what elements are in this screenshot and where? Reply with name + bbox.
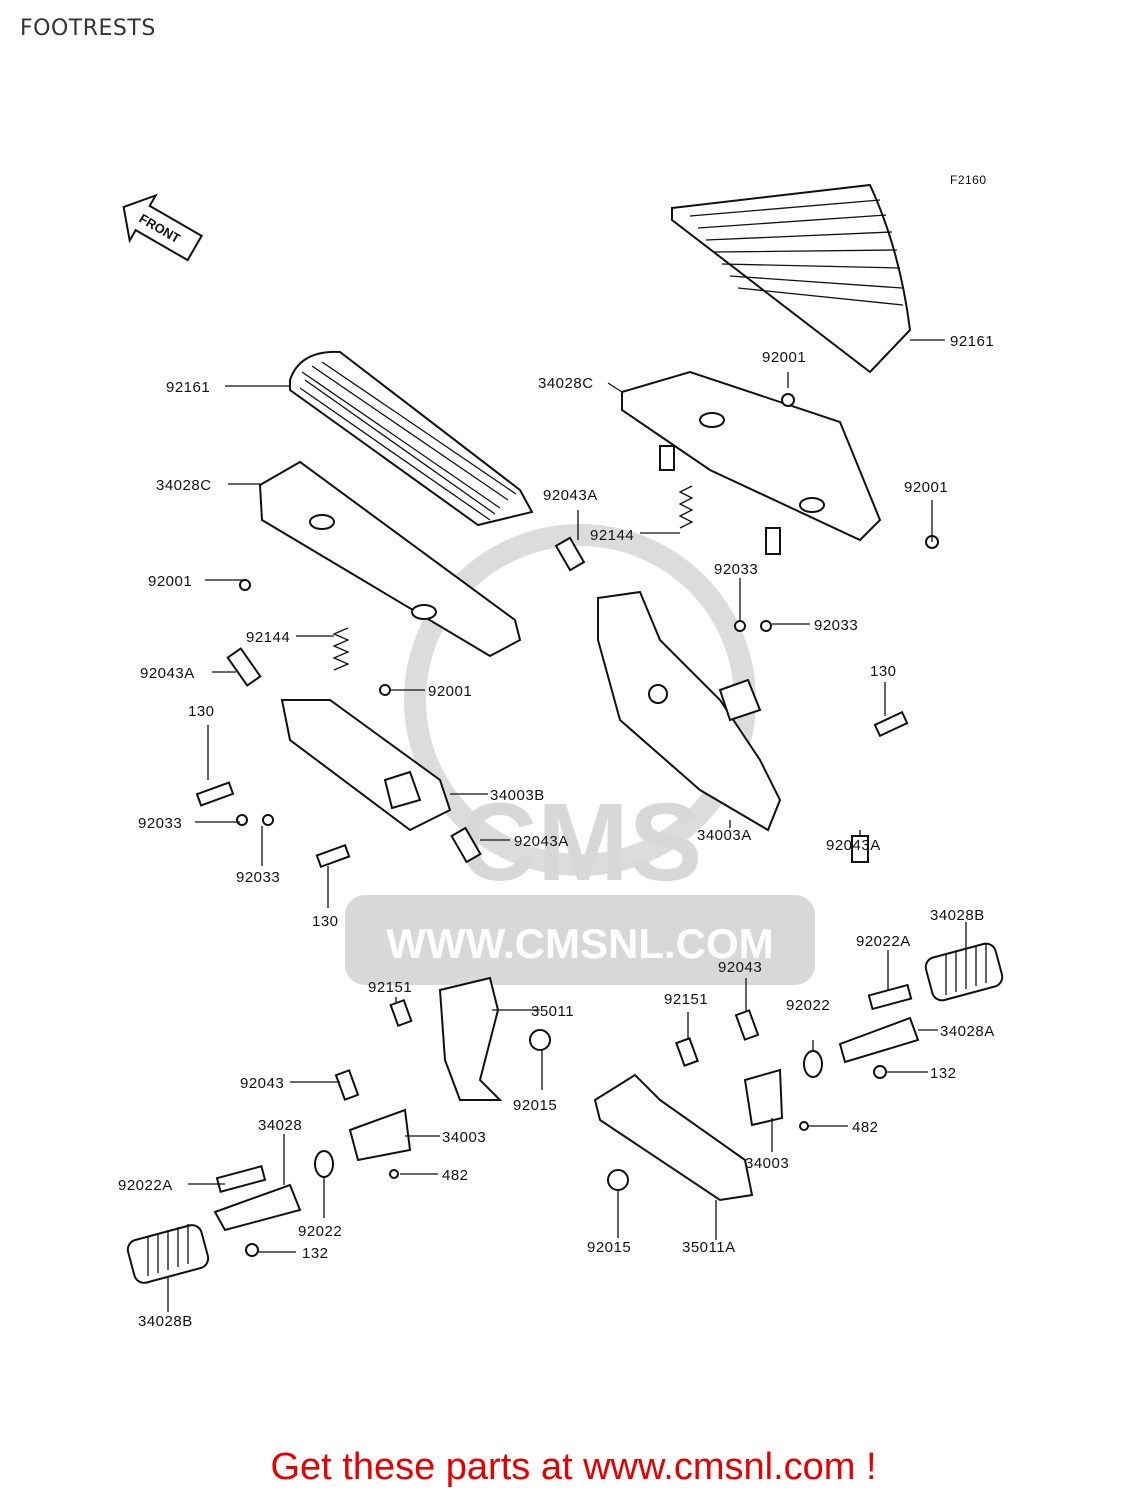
label-92043-right: 92043 [718, 959, 762, 976]
label-92015-right: 92015 [587, 1239, 631, 1256]
label-34003-left: 34003 [442, 1129, 486, 1146]
label-92144-right: 92144 [590, 527, 634, 544]
page-title: FOOTRESTS [20, 16, 156, 41]
label-92043a-b: 92043A [140, 665, 195, 682]
label-92161-left: 92161 [166, 379, 210, 396]
part-labels: 92161 92161 34028C 34028C 92001 92001 92… [118, 333, 995, 1330]
label-34028c-right: 34028C [538, 375, 594, 392]
label-92151-right: 92151 [664, 991, 708, 1008]
label-92001-c: 92001 [762, 349, 806, 366]
label-35011a: 35011A [682, 1239, 736, 1256]
floorboard-base-right [621, 370, 882, 555]
label-92043a-d: 92043A [826, 837, 881, 854]
label-92161-right: 92161 [950, 333, 994, 350]
watermark-url: WWW.CMSNL.COM [386, 920, 773, 967]
bracket-right [597, 590, 782, 832]
floorboard-mat-left [289, 350, 534, 527]
bracket-left [280, 699, 452, 832]
label-92001-b: 92001 [428, 683, 472, 700]
label-34003b: 34003B [490, 787, 545, 804]
label-92015-left: 92015 [513, 1097, 557, 1114]
label-92033-c: 92033 [714, 561, 758, 578]
label-92043a-c: 92043A [514, 833, 569, 850]
label-92022-right: 92022 [786, 997, 830, 1014]
label-92144-left: 92144 [246, 629, 290, 646]
label-92001-d: 92001 [904, 479, 948, 496]
label-132-right: 132 [930, 1065, 957, 1082]
floorboard-base-left [258, 460, 522, 658]
label-34028b-right: 34028B [930, 907, 985, 924]
watermark-brand: CMS [458, 781, 702, 904]
label-92022-left: 92022 [298, 1223, 342, 1240]
hardware [195, 393, 939, 869]
label-130-b: 130 [312, 913, 339, 930]
label-34028a: 34028A [940, 1023, 995, 1040]
label-34028: 34028 [258, 1117, 302, 1134]
label-92043a-a: 92043A [543, 487, 598, 504]
label-132-left: 132 [302, 1245, 329, 1262]
label-34003-right: 34003 [745, 1155, 789, 1172]
label-34028b-left: 34028B [138, 1313, 193, 1330]
label-34028c-left: 34028C [156, 477, 212, 494]
front-arrow-icon: FRONT [122, 193, 204, 262]
label-35011: 35011 [531, 1003, 574, 1020]
label-92022a-left: 92022A [118, 1177, 173, 1194]
label-92043-left: 92043 [240, 1075, 284, 1092]
label-92033-b: 92033 [236, 869, 280, 886]
leader-lines [167, 339, 967, 1312]
label-92033-a: 92033 [138, 815, 182, 832]
label-34003a: 34003A [697, 827, 752, 844]
promo-link[interactable]: Get these parts at www.cmsnl.com ! [270, 1446, 877, 1488]
label-130-c: 130 [870, 663, 897, 680]
footpeg-left [126, 976, 551, 1284]
cms-watermark: CMS WWW.CMSNL.COM [345, 524, 815, 985]
floorboard-mat-right [671, 183, 912, 374]
label-130-a: 130 [188, 703, 215, 720]
label-92151-left: 92151 [368, 979, 412, 996]
label-92022a-right: 92022A [856, 933, 911, 950]
label-482-right: 482 [852, 1119, 879, 1136]
label-482-left: 482 [442, 1167, 469, 1184]
figure-code: F2160 [950, 173, 987, 187]
label-92033-d: 92033 [814, 617, 858, 634]
label-92001-a: 92001 [148, 573, 192, 590]
